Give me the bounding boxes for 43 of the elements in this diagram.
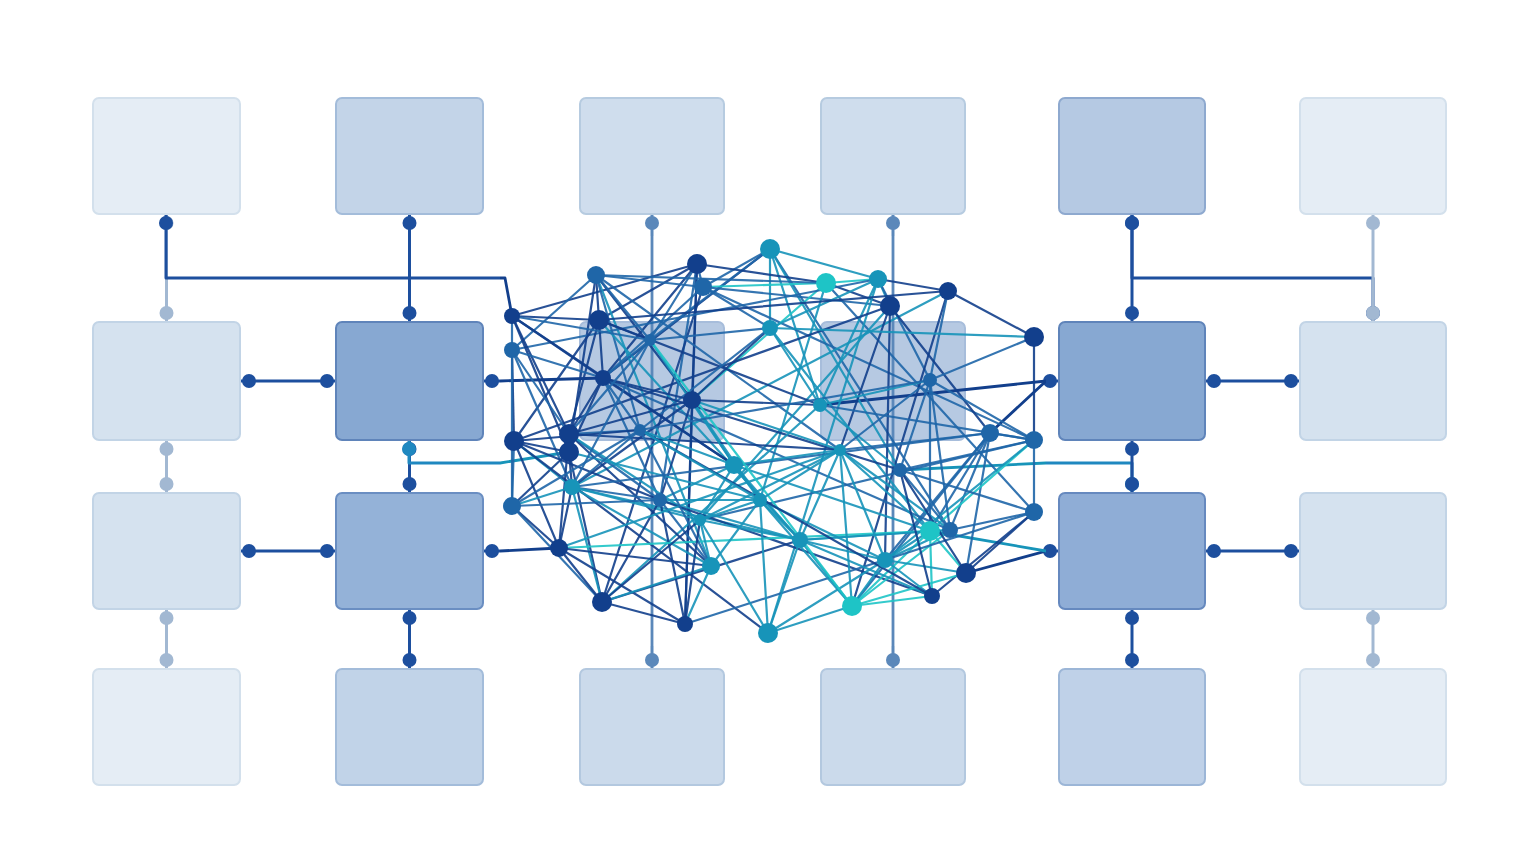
connector-line bbox=[484, 544, 500, 558]
connector-line bbox=[159, 215, 500, 280]
connector-line bbox=[1125, 441, 1139, 492]
empty-box bbox=[1058, 97, 1206, 215]
connector-line bbox=[886, 215, 900, 236]
empty-box bbox=[579, 97, 725, 215]
connector-line bbox=[1043, 544, 1058, 558]
empty-box bbox=[579, 668, 725, 786]
empty-box bbox=[820, 668, 966, 786]
connector-line bbox=[241, 374, 335, 388]
connector-line bbox=[645, 215, 659, 236]
empty-box bbox=[1299, 321, 1447, 441]
empty-box bbox=[335, 668, 484, 786]
connector-line bbox=[402, 441, 500, 465]
connector-line bbox=[159, 610, 174, 668]
connector-line bbox=[1366, 215, 1380, 321]
connector-line bbox=[241, 544, 335, 558]
connector-line bbox=[645, 646, 659, 668]
empty-box bbox=[1058, 668, 1206, 786]
connector-line bbox=[886, 646, 900, 668]
connector-line bbox=[1043, 374, 1058, 388]
connector-line bbox=[484, 374, 500, 388]
empty-box bbox=[92, 97, 241, 215]
empty-box bbox=[1058, 321, 1206, 441]
empty-box bbox=[92, 492, 241, 610]
empty-box bbox=[1299, 668, 1447, 786]
empty-box bbox=[335, 321, 484, 441]
connector-line bbox=[402, 215, 417, 321]
connector-line bbox=[1366, 610, 1380, 668]
connector-line bbox=[1206, 544, 1299, 558]
connector-line bbox=[1206, 374, 1299, 388]
empty-box bbox=[92, 321, 241, 441]
empty-box bbox=[1058, 492, 1206, 610]
connector-line bbox=[159, 441, 174, 492]
empty-box bbox=[1299, 97, 1447, 215]
empty-box bbox=[335, 97, 484, 215]
connector-line bbox=[402, 610, 417, 668]
empty-box bbox=[1299, 492, 1447, 610]
empty-box bbox=[92, 668, 241, 786]
network-drawing bbox=[500, 236, 1046, 646]
empty-box bbox=[820, 97, 966, 215]
connector-line bbox=[1125, 610, 1139, 668]
empty-box bbox=[335, 492, 484, 610]
